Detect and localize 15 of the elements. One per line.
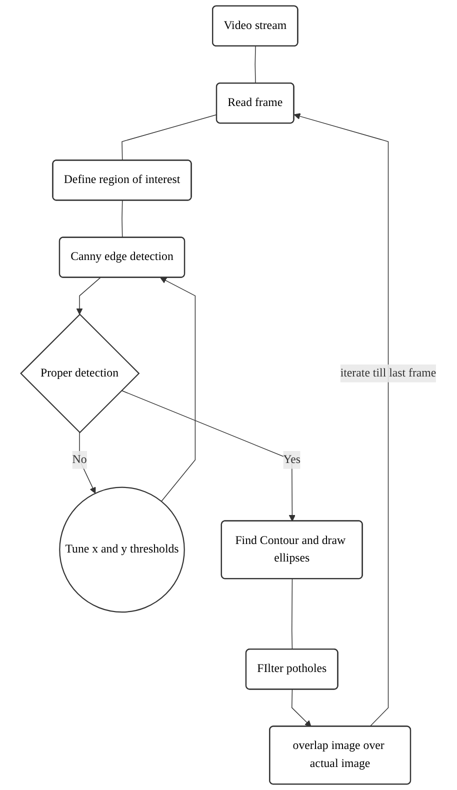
edge-label: iterate till last frame (340, 366, 436, 380)
connector (122, 200, 123, 238)
edge-label: Yes (283, 453, 300, 466)
arrow (76, 277, 101, 315)
node-diamond: Proper detection (20, 314, 140, 434)
arrow (292, 689, 312, 727)
node-circle: Tune x and y thresholds (59, 486, 185, 613)
arrow (121, 390, 296, 522)
connector (254, 46, 256, 84)
arrow (160, 277, 196, 502)
arrow (79, 432, 96, 494)
connector (292, 578, 293, 650)
arrow (294, 113, 389, 727)
connector (122, 114, 218, 161)
edge-label: No (72, 453, 87, 466)
